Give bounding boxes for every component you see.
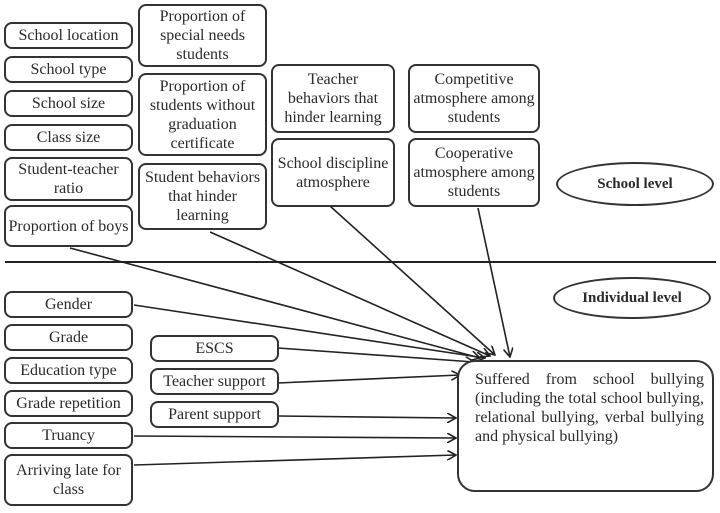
- grade-repetition-box: Grade repetition: [4, 390, 133, 417]
- parent-support-box: Parent support: [150, 401, 279, 428]
- arrow-teacher-support: [277, 375, 460, 384]
- special-needs-box: Proportion of special needs students: [138, 4, 267, 67]
- class-size-box: Class size: [4, 124, 133, 151]
- competitive-atmosphere-box: Competitive atmosphere among students: [408, 64, 540, 133]
- arrow-gender: [133, 304, 485, 358]
- no-graduation-certificate-box: Proportion of students without graduatio…: [138, 73, 267, 156]
- arrow-cooperative-atmosphere: [477, 207, 510, 357]
- arrow-school-discipline: [329, 205, 495, 355]
- teacher-behaviors-box: Teacher behaviors that hinder learning: [271, 64, 395, 133]
- arrow-escs: [277, 347, 474, 362]
- arrow-truancy: [133, 436, 456, 438]
- arrow-student-behaviors: [209, 231, 490, 356]
- school-type-box: School type: [4, 56, 133, 83]
- truancy-box: Truancy: [4, 422, 133, 449]
- arrow-arriving-late: [133, 455, 456, 466]
- school-discipline-box: School discipline atmosphere: [271, 138, 395, 207]
- education-type-box: Education type: [4, 357, 133, 384]
- teacher-support-box: Teacher support: [150, 368, 279, 395]
- student-behaviors-box: Student behaviors that hinder learning: [138, 163, 267, 230]
- outcome-box: Suffered from school bullying (including…: [457, 360, 714, 492]
- grade-box: Grade: [4, 324, 133, 351]
- gender-box: Gender: [4, 291, 133, 318]
- arrow-proportion-of-boys: [69, 247, 480, 358]
- school-level-label: School level: [556, 162, 714, 206]
- arrow-parent-support: [277, 416, 456, 418]
- school-location-box: School location: [4, 22, 133, 49]
- individual-level-label: Individual level: [553, 277, 711, 319]
- proportion-of-boys-box: Proportion of boys: [4, 205, 133, 247]
- student-teacher-ratio-box: Student-teacher ratio: [4, 157, 133, 201]
- escs-box: ESCS: [150, 335, 279, 362]
- arriving-late-box: Arriving late for class: [4, 454, 133, 506]
- cooperative-atmosphere-box: Cooperative atmosphere among students: [408, 138, 540, 207]
- school-size-box: School size: [4, 90, 133, 117]
